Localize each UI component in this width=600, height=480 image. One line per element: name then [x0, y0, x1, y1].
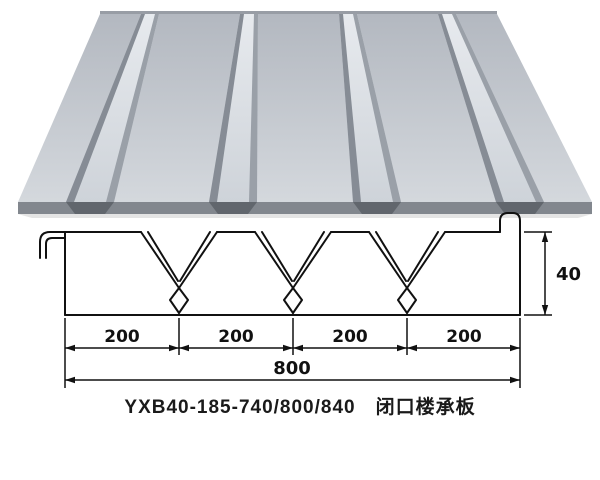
rib-end-notch [353, 202, 401, 214]
rib-wall [169, 231, 218, 314]
rib-wall-inner [293, 231, 325, 282]
dim-label-total: 800 [273, 358, 311, 379]
arrowhead [179, 344, 189, 352]
rib-end-notch [66, 202, 114, 214]
panel-3d-render [18, 11, 592, 218]
arrowhead [541, 232, 549, 242]
profile-rib [368, 231, 446, 314]
arrowhead [510, 344, 520, 352]
arrowhead [407, 344, 417, 352]
dim-label-segment-2: 200 [218, 327, 254, 347]
rib-wall [283, 231, 332, 314]
panel-surface [18, 14, 592, 202]
profile-rib [140, 231, 218, 314]
dim-label-segment-1: 200 [104, 327, 140, 347]
rib-shadow-right [249, 14, 258, 202]
rib-wall-inner [407, 231, 439, 282]
panel-rib [66, 14, 159, 202]
rib-wall-inner [261, 231, 293, 282]
rib-wall-inner [179, 231, 211, 282]
arrowhead [283, 344, 293, 352]
panel-rib [339, 14, 401, 202]
arrowhead [65, 344, 75, 352]
rib-shadow-right [353, 14, 401, 202]
rib-wall [368, 231, 417, 314]
dim-label-segment-3: 200 [332, 327, 368, 347]
rib-wall [254, 231, 303, 314]
rib-shadow-left [438, 14, 504, 202]
profile-left-hook-inner [45, 237, 66, 259]
rib-shadow-left [339, 14, 361, 202]
rib-end-notch [496, 202, 544, 214]
rib-shadow-left [209, 14, 244, 202]
arrowhead [65, 376, 75, 384]
rib-shadow-left [66, 14, 145, 202]
panel-rib [438, 14, 544, 202]
arrowhead [541, 305, 549, 315]
rib-end-notch [209, 202, 257, 214]
dim-label-segment-4: 200 [446, 327, 482, 347]
dimension-arrows [65, 232, 549, 384]
arrowhead [293, 344, 303, 352]
rib-wall-inner [147, 231, 179, 282]
rib-wall [140, 231, 189, 314]
panel-rib [209, 14, 258, 202]
profile-rib [254, 231, 332, 314]
rib-shadow-right [106, 14, 159, 202]
cross-section-profile [39, 212, 521, 316]
arrowhead [510, 376, 520, 384]
profile-right-hook [499, 212, 521, 233]
dim-label-height: 40 [556, 264, 581, 285]
arrowhead [397, 344, 407, 352]
rib-shadow-right [452, 14, 544, 202]
panel-front-edge [18, 202, 592, 214]
panel-drop-shadow [18, 214, 592, 218]
arrowhead [169, 344, 179, 352]
rib-wall [397, 231, 446, 314]
profile-left-hook [39, 231, 66, 259]
rib-wall-inner [375, 231, 407, 282]
product-caption: YXB40-185-740/800/840 闭口楼承板 [124, 395, 475, 418]
